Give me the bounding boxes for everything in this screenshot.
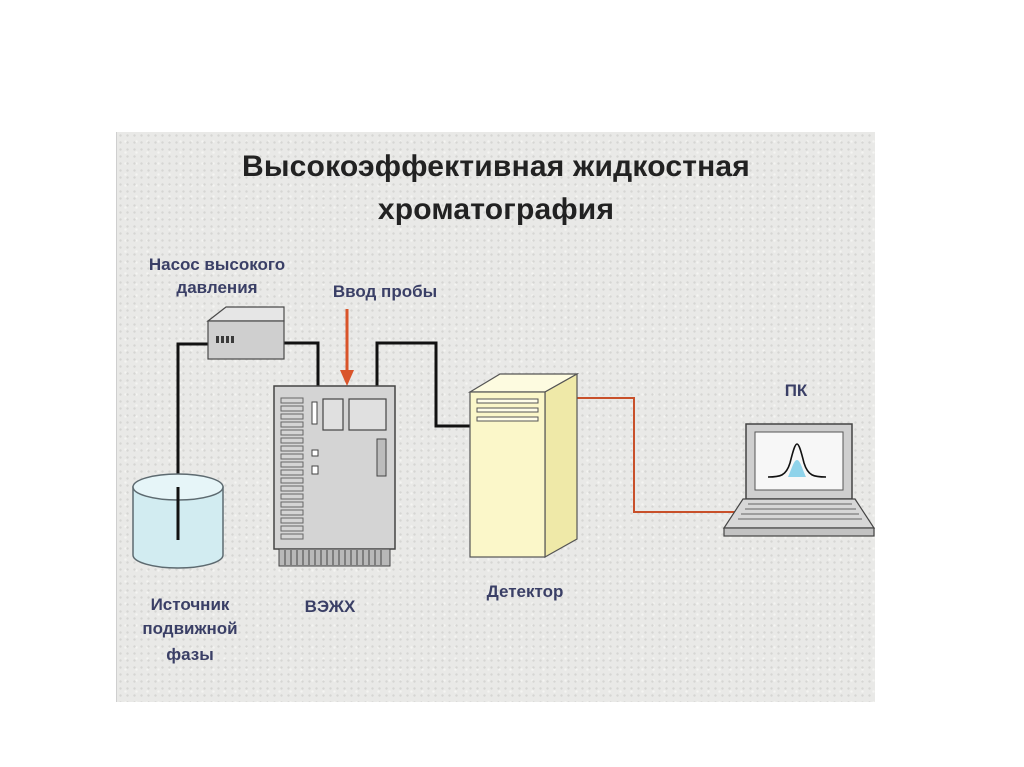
mobile-phase-reservoir	[132, 473, 224, 569]
high-pressure-pump	[206, 306, 285, 360]
signal-line-detector-to-pc	[560, 397, 742, 513]
hplc-instrument	[273, 385, 396, 567]
tube-reservoir-to-pump	[176, 342, 208, 528]
chromatogram-peak-icon	[767, 443, 827, 478]
injection-arrow	[340, 309, 354, 386]
tube-pump-to-hplc	[284, 341, 320, 388]
tubing	[176, 341, 470, 528]
diagram-title-line2: хроматография	[377, 193, 615, 226]
source-label-line3: фазы	[166, 645, 214, 664]
diagram-title-line1: Высокоэффективная жидкостная	[241, 150, 751, 183]
pump-label-line2: давления	[176, 278, 258, 297]
pc-laptop	[722, 423, 876, 537]
pump-label-line1: Насос высокого	[148, 255, 286, 274]
detector-label: Детектор	[486, 582, 564, 601]
source-label-line1: Источник	[150, 595, 230, 614]
tube-hplc-to-detector	[375, 341, 470, 428]
hplc-label: ВЭЖХ	[304, 597, 356, 616]
pc-label: ПК	[784, 381, 808, 400]
source-label-line2: подвижной	[142, 619, 238, 638]
injection-label: Ввод пробы	[332, 282, 438, 301]
detector-unit	[467, 372, 580, 559]
